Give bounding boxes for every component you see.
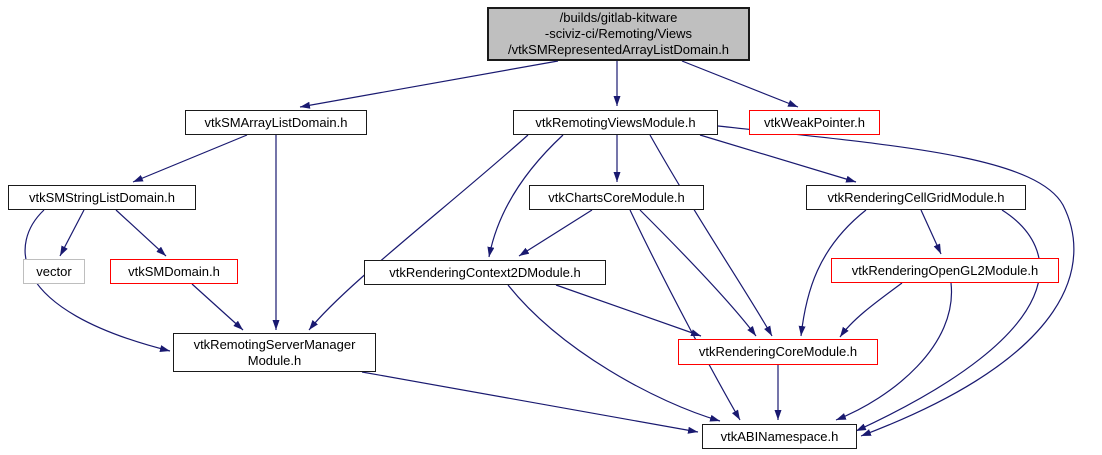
node-label-line: vtkRemotingViewsModule.h (535, 114, 696, 130)
node-label-line: /builds/gitlab-kitware (559, 10, 678, 25)
edges-group (24, 60, 1075, 437)
node-label-line: vtkSMArrayListDomain.h (204, 114, 348, 130)
edge-strList-smDomain (115, 209, 167, 257)
edge-main-weakPtr (681, 60, 799, 108)
edge-arrayList-strList (132, 134, 248, 183)
node-label-line: Module.h (247, 352, 302, 368)
edge-charts-ctx2d (518, 209, 593, 257)
edge-remViews-ctx2d (487, 134, 564, 258)
node-cellGrid[interactable]: vtkRenderingCellGridModule.h (806, 185, 1026, 210)
node-label-line: vtkRenderingCellGridModule.h (827, 189, 1005, 205)
edge-charts-coreMod (639, 209, 757, 337)
node-strList[interactable]: vtkSMStringListDomain.h (8, 185, 196, 210)
node-label-line: vtkSMDomain.h (128, 263, 220, 279)
node-main: /builds/gitlab-kitware-sciviz-ci/Remotin… (487, 7, 750, 61)
edge-cellGrid-ogl2 (920, 209, 942, 255)
node-abi[interactable]: vtkABINamespace.h (702, 424, 857, 449)
edge-main-arrayList (299, 60, 559, 109)
node-ctx2d[interactable]: vtkRenderingContext2DModule.h (364, 260, 606, 285)
edge-strList-vector (59, 209, 85, 257)
edge-smDomain-serverMgr (191, 283, 244, 331)
node-vector: vector (23, 259, 85, 284)
node-arrayList[interactable]: vtkSMArrayListDomain.h (185, 110, 367, 135)
edge-ogl2-abi (835, 282, 953, 421)
node-label-line: vtkSMStringListDomain.h (29, 189, 175, 205)
node-label-line: vtkRenderingOpenGL2Module.h (851, 262, 1039, 278)
node-label-line: vtkWeakPointer.h (764, 114, 865, 130)
node-weakPtr[interactable]: vtkWeakPointer.h (749, 110, 880, 135)
edge-ctx2d-abi (507, 284, 721, 422)
edge-remViews-abi (717, 125, 1075, 437)
edge-cellGrid-coreMod (798, 209, 867, 337)
edge-remViews-cellGrid (699, 134, 857, 183)
node-ogl2[interactable]: vtkRenderingOpenGL2Module.h (831, 258, 1059, 283)
edge-serverMgr-abi (361, 371, 699, 434)
edge-ogl2-coreMod (839, 282, 903, 338)
node-label-line: vtkRenderingContext2DModule.h (389, 264, 581, 280)
node-label-line: vtkRemotingServerManager (193, 336, 356, 352)
edge-cellGrid-abi (855, 209, 1041, 432)
node-label-line: vtkChartsCoreModule.h (548, 189, 685, 205)
node-label-line: vtkABINamespace.h (720, 428, 839, 444)
node-label-line: vtkRenderingCoreModule.h (698, 344, 858, 359)
node-smDomain[interactable]: vtkSMDomain.h (110, 259, 238, 284)
edge-charts-abi (629, 209, 741, 421)
node-label-line: /vtkSMRepresentedArrayListDomain.h (507, 42, 730, 57)
edge-remViews-serverMgr (308, 134, 529, 331)
node-label-line: vector (36, 263, 72, 279)
node-coreMod[interactable]: vtkRenderingCoreModule.h (678, 339, 878, 365)
node-remViews[interactable]: vtkRemotingViewsModule.h (513, 110, 718, 135)
node-label-line: -sciviz-ci/Remoting/Views (544, 26, 693, 41)
edge-ctx2d-coreMod (555, 284, 702, 337)
edge-remViews-coreMod (649, 134, 773, 337)
node-charts[interactable]: vtkChartsCoreModule.h (529, 185, 704, 210)
